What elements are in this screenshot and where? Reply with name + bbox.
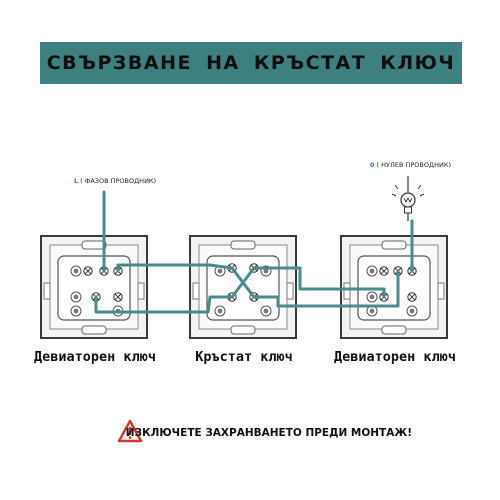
wires — [94, 190, 414, 314]
switch-label-left: Девиаторен ключ — [34, 349, 156, 365]
warning-row: ИЗКЛЮЧЕТЕ ЗАХРАНВАНЕТО ПРЕДИ МОНТАЖ! — [112, 418, 412, 448]
cross-link-b — [230, 266, 256, 299]
warning-icon — [117, 419, 143, 443]
neutral-tag: 0 — [370, 161, 375, 169]
traveller-top-right — [252, 266, 386, 299]
switch-label-right: Девиаторен ключ — [334, 349, 456, 365]
phase-tag: L — [74, 177, 79, 185]
switch-middle — [189, 235, 297, 339]
page-title: СВЪРЗВАНЕ НА КРЪСТАТ КЛЮЧ — [46, 52, 456, 74]
neutral-wire-label: 0( НУЛЕВ ПРОВОДНИК) — [370, 161, 451, 169]
traveller-bottom-right — [252, 269, 400, 308]
neutral-text: ( НУЛЕВ ПРОВОДНИК) — [376, 161, 451, 169]
traveller-top-left — [116, 263, 234, 273]
traveller-bottom-left — [94, 295, 234, 314]
phase-text: ( ФАЗОВ ПРОВОДНИК) — [80, 177, 157, 185]
switch-left — [40, 235, 148, 339]
title-banner: СВЪРЗВАНЕ НА КРЪСТАТ КЛЮЧ — [40, 42, 462, 84]
switch-label-middle: Кръстат ключ — [195, 349, 293, 365]
switch-right — [340, 235, 448, 339]
warning-text: ИЗКЛЮЧЕТЕ ЗАХРАНВАНЕТО ПРЕДИ МОНТАЖ! — [125, 427, 412, 439]
lamp-icon — [391, 176, 425, 221]
phase-wire-label: L( ФАЗОВ ПРОВОДНИК) — [74, 177, 156, 185]
